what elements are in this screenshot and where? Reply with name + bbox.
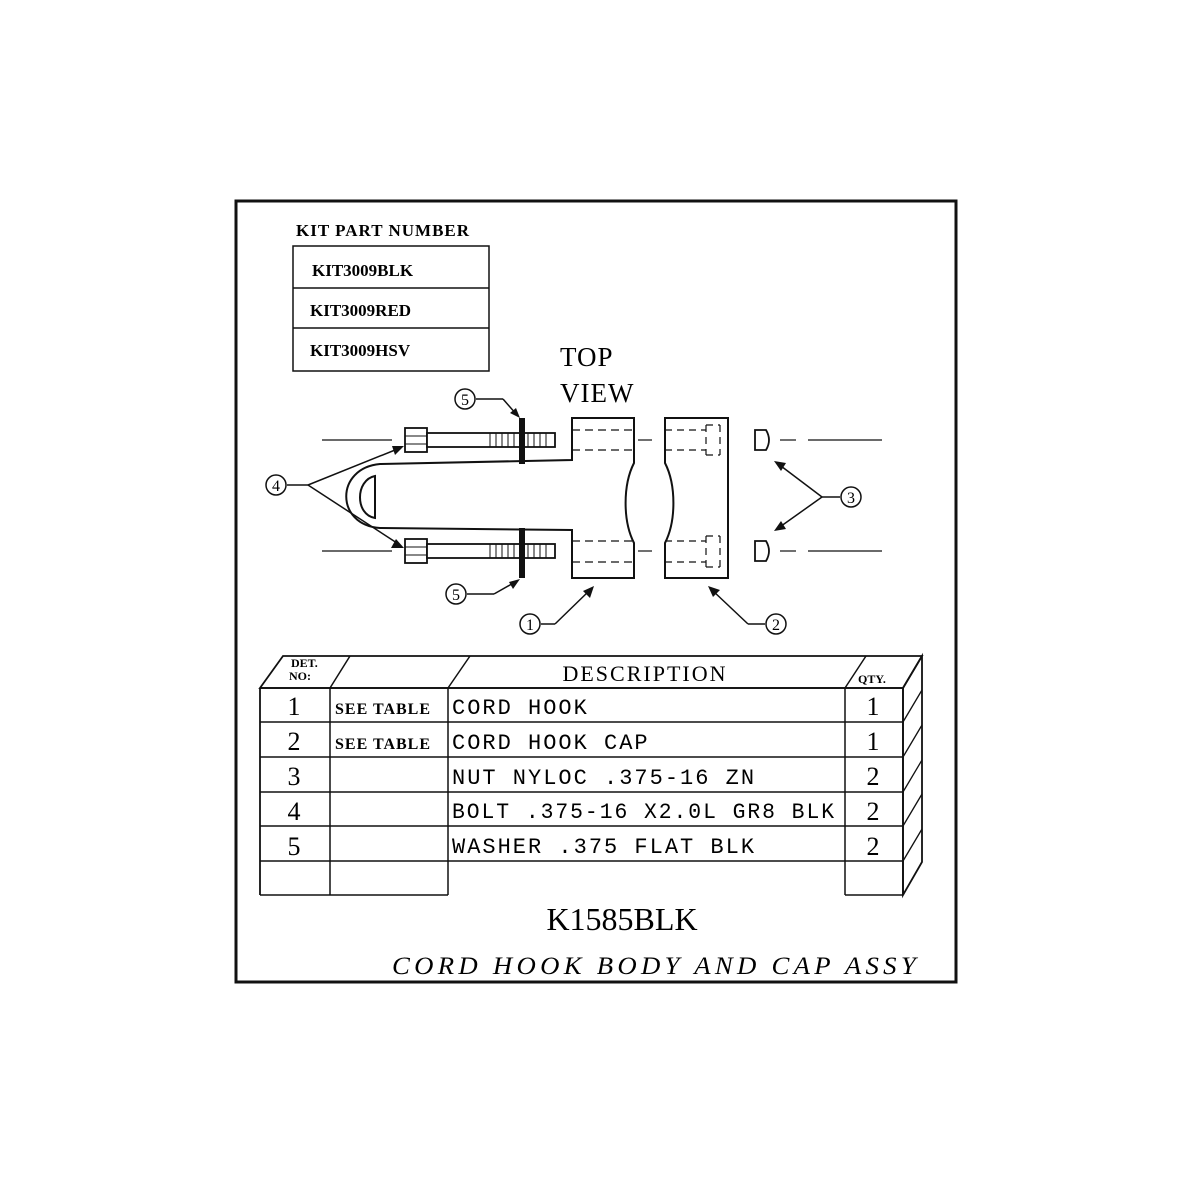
part-number: K1585BLK <box>546 901 697 937</box>
row-5-qty: 2 <box>867 832 880 861</box>
svg-text:2: 2 <box>772 617 780 634</box>
row-1-det: 1 <box>288 692 301 721</box>
row-5-description: WASHER .375 FLAT BLK <box>452 835 756 860</box>
parts-table <box>258 652 924 899</box>
svg-text:3: 3 <box>847 490 855 507</box>
washer-bottom <box>519 528 525 578</box>
row-4-qty: 2 <box>867 797 880 826</box>
row-1-description: CORD HOOK <box>452 696 589 721</box>
row-5-det: 5 <box>288 832 301 861</box>
header-no: NO: <box>289 669 311 683</box>
washer-top <box>519 418 525 464</box>
callout-1: 1 <box>519 586 594 635</box>
svg-text:5: 5 <box>452 587 460 604</box>
nut-bottom <box>754 540 770 562</box>
kit-item-2: KIT3009RED <box>310 301 411 320</box>
row-1-qty: 1 <box>867 692 880 721</box>
bolt-bottom <box>404 538 556 564</box>
svg-text:1: 1 <box>526 617 534 634</box>
kit-item-3: KIT3009HSV <box>310 341 411 360</box>
row-3-det: 3 <box>288 762 301 791</box>
row-2-qty: 1 <box>867 727 880 756</box>
row-4-description: BOLT .375-16 X2.0L GR8 BLK <box>452 800 836 825</box>
assembly-title: CORD HOOK BODY AND CAP ASSY <box>392 953 920 980</box>
callout-2: 2 <box>708 586 787 635</box>
row-1-ref: SEE TABLE <box>335 701 431 718</box>
nut-top <box>754 429 770 451</box>
callout-3: 3 <box>774 461 862 531</box>
callout-5-bottom: 5 <box>445 579 520 605</box>
kit-table: KIT PART NUMBER KIT3009BLK KIT3009RED KI… <box>292 221 490 372</box>
drawing-border <box>234 199 958 984</box>
callout-4: 4 <box>265 446 404 548</box>
row-2-description: CORD HOOK CAP <box>452 731 650 756</box>
header-det: DET. <box>291 656 318 670</box>
centerlines <box>322 439 882 552</box>
kit-item-1: KIT3009BLK <box>312 261 414 280</box>
view-label-top: TOP <box>560 342 614 372</box>
kit-table-header: KIT PART NUMBER <box>296 221 470 240</box>
header-description: DESCRIPTION <box>562 661 727 686</box>
cord-hook-body <box>345 417 635 579</box>
cord-hook-cap <box>664 417 729 579</box>
callout-5-top: 5 <box>454 388 520 418</box>
svg-text:5: 5 <box>461 392 469 409</box>
row-2-ref: SEE TABLE <box>335 736 431 753</box>
bolt-top <box>404 427 556 453</box>
view-label-view: VIEW <box>560 378 634 408</box>
row-3-description: NUT NYLOC .375-16 ZN <box>452 766 756 791</box>
svg-text:4: 4 <box>272 478 280 495</box>
header-qty: QTY. <box>858 672 886 686</box>
row-3-qty: 2 <box>867 762 880 791</box>
row-2-det: 2 <box>288 727 301 756</box>
row-4-det: 4 <box>288 797 301 826</box>
